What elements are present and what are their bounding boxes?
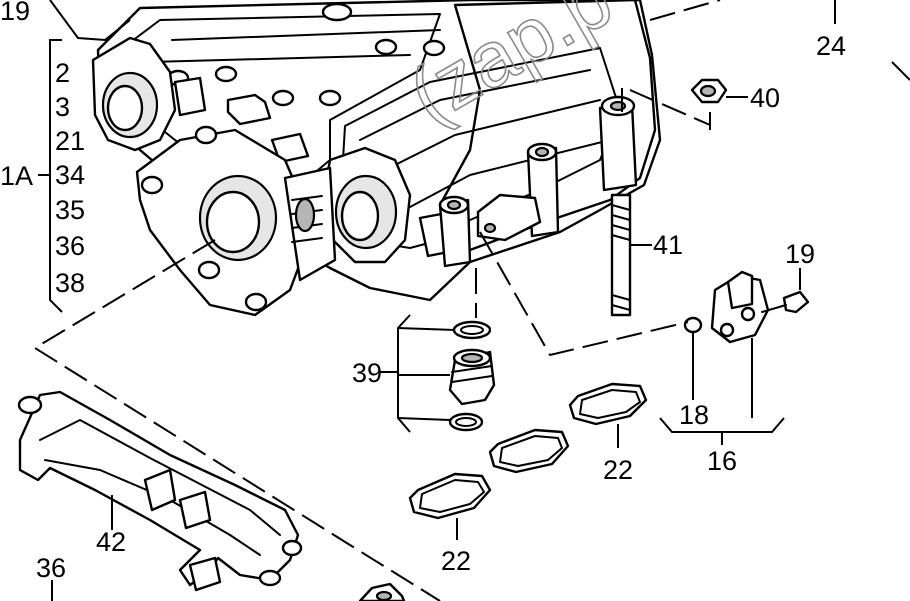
sensor-bosses [438, 95, 638, 268]
label-39: 39 [352, 358, 382, 388]
label-18: 18 [679, 400, 709, 430]
label-group-1A-item: 21 [55, 126, 85, 156]
label-22-right: 22 [603, 455, 633, 485]
sensor-part-16 [659, 268, 810, 445]
gaskets-part-22 [408, 382, 648, 540]
label-group-1A-item: 34 [55, 160, 85, 190]
label-group-1A-item: 35 [55, 195, 85, 225]
label-group-1A-item: 2 [55, 58, 70, 88]
label-16: 16 [707, 446, 737, 476]
label-36-bottom: 36 [36, 553, 66, 583]
partial-part-bottom [358, 582, 406, 601]
fitting-part-39 [380, 314, 496, 433]
label-group-1A-item: 3 [55, 92, 70, 122]
coolant-pipe-part-42 [17, 390, 303, 592]
assembly-lines [33, 0, 721, 601]
label-1A: 1A [0, 161, 33, 191]
label-19-right: 19 [785, 239, 815, 269]
label-group-1A-item: 36 [55, 231, 85, 261]
label-19-top: 19 [0, 0, 30, 26]
nut-part-40 [690, 78, 748, 104]
edge-leaders [38, 0, 910, 601]
stud-bolt-part-41 [610, 193, 652, 317]
label-41: 41 [653, 230, 683, 260]
label-22-bottom: 22 [441, 546, 471, 576]
label-group-1A-item: 38 [55, 268, 85, 298]
label-40: 40 [750, 83, 780, 113]
label-24: 24 [816, 31, 846, 61]
throttle-body [135, 125, 337, 317]
label-group-1A: 2 3 21 34 35 36 38 [55, 58, 85, 298]
label-42: 42 [96, 527, 126, 557]
